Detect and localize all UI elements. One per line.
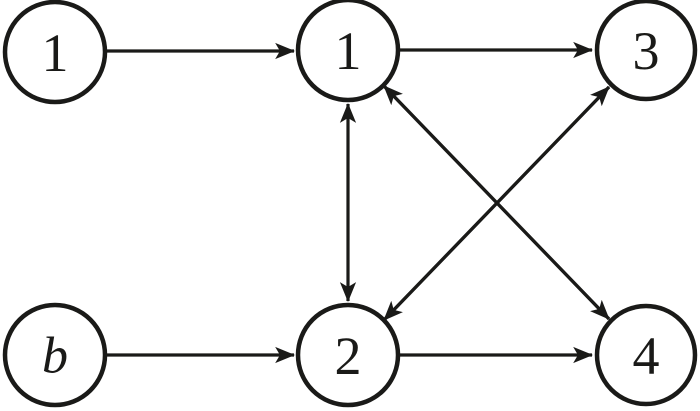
node-circle[interactable]: [594, 0, 698, 102]
node-circle[interactable]: [2, 0, 108, 105]
node-label: 1: [42, 23, 69, 83]
node-circle[interactable]: [295, 302, 401, 408]
node-label: 2: [335, 326, 362, 386]
node-input-b[interactable]: b: [2, 302, 108, 408]
node-3[interactable]: 3: [594, 0, 698, 102]
node-4[interactable]: 4: [594, 303, 698, 407]
node-circle[interactable]: [2, 302, 108, 408]
edge-n4-to-n1: [382, 84, 611, 321]
node-input-1[interactable]: 1: [2, 0, 108, 105]
node-label: 4: [633, 326, 660, 386]
node-1[interactable]: 1: [295, 0, 401, 103]
node-circle[interactable]: [594, 303, 698, 407]
node-label: 1: [335, 21, 362, 81]
node-circle[interactable]: [295, 0, 401, 103]
node-label: b: [42, 328, 68, 385]
node-label: 3: [633, 21, 660, 81]
edges-layer: [105, 41, 611, 364]
node-2[interactable]: 2: [295, 302, 401, 408]
